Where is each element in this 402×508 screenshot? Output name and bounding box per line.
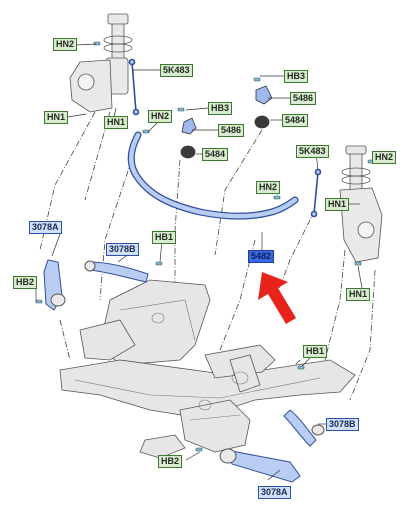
callout-hb3-top: HB3 (284, 70, 309, 83)
callout-hn2-center: HN2 (256, 181, 281, 194)
callout-hn1-right: HN1 (325, 198, 350, 211)
callout-hn2-right: HN2 (372, 151, 397, 164)
callout-5k483-right: 5K483 (296, 145, 329, 158)
callout-hb2-bottom: HB2 (158, 455, 183, 468)
bolts (35, 41, 375, 452)
callout-5484-top: 5484 (282, 114, 309, 127)
leader-lines (39, 111, 376, 446)
stabilizer-links (128, 58, 322, 218)
callout-hb3-mid: HB3 (208, 102, 233, 115)
callout-5486-top: 5486 (290, 92, 317, 105)
subframe (59, 279, 356, 459)
callout-hn1-mid: HN1 (104, 116, 129, 129)
callout-3078b-right: 3078B (326, 418, 359, 431)
callout-5k483-top: 5K483 (160, 64, 193, 77)
callout-3078b-left: 3078B (106, 243, 139, 256)
callout-5482-highlighted: 5482 (248, 250, 275, 263)
subframe-detail (74, 299, 321, 421)
callout-5484-mid: 5484 (202, 148, 229, 161)
callout-hn2-top: HN2 (53, 38, 78, 51)
callout-hn1-lower-right: HN1 (346, 288, 371, 301)
callout-hn1-left: HN1 (44, 111, 69, 124)
callout-hb1-right: HB1 (303, 345, 328, 358)
left-strut-assembly (69, 13, 133, 113)
callout-hb2-left: HB2 (13, 276, 38, 289)
callout-3078a-bottom: 3078A (258, 486, 291, 499)
right-strut-assembly (339, 145, 383, 263)
callout-hb1-left: HB1 (152, 231, 177, 244)
callout-3078a-left: 3078A (29, 221, 62, 234)
callout-5486-mid: 5486 (218, 124, 245, 137)
red-pointer-arrow (258, 272, 296, 324)
lower-control-arms (43, 259, 325, 483)
callout-hn2-mid: HN2 (148, 110, 173, 123)
